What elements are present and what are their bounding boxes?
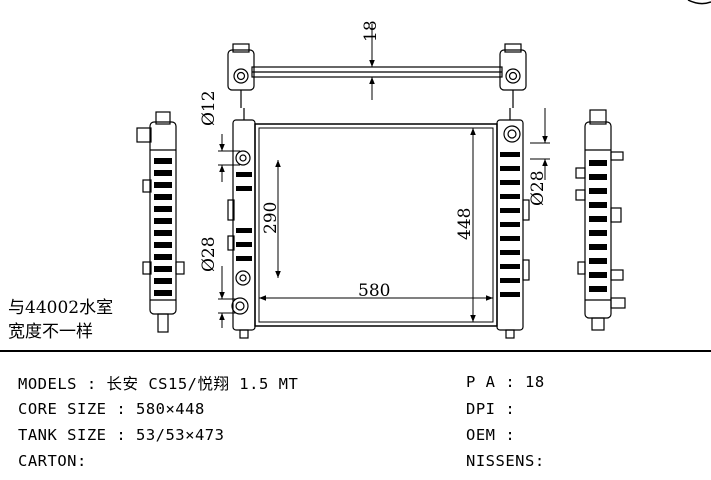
right-side-view-fins (589, 160, 607, 292)
spec-pa: P A : 18 (466, 373, 545, 391)
spec-oem: OEM : (466, 426, 516, 444)
left-tank (227, 108, 256, 339)
spec-dpi: DPI : (466, 400, 516, 418)
dimension-580-label: 580 (358, 281, 390, 301)
dimension-18-label: 18 (361, 20, 381, 42)
spec-nissens: NISSENS: (466, 452, 545, 470)
right-tank-ribs (500, 152, 520, 297)
dimension-lower-pipe-label: Ø28 (199, 236, 219, 272)
dimension-290-label: 290 (261, 202, 281, 234)
dimension-lower-pipe (218, 266, 236, 328)
dimension-upper-pipe-label: Ø12 (199, 90, 219, 126)
spec-core-size: CORE SIZE : 580×448 (18, 400, 205, 418)
top-view-bracket (227, 43, 527, 108)
left-side-view-fins (154, 158, 172, 296)
spec-tank-size: TANK SIZE : 53/53×473 (18, 426, 225, 444)
dimension-side-pipe-label: Ø28 (528, 170, 548, 206)
radiator-core-inner (258, 127, 494, 323)
corner-mark (687, 0, 711, 5)
dimension-448-label: 448 (455, 208, 475, 240)
right-side-view (575, 109, 626, 331)
dimension-side-pipe (530, 108, 550, 180)
spec-models: MODELS : 长安 CS15/悦翔 1.5 MT (18, 375, 299, 393)
left-tank-ribs (236, 172, 252, 261)
tank-width-note-line-2: 宽度不一样 (8, 322, 93, 342)
left-side-view (136, 111, 185, 333)
tank-width-note-line-1: 与44002水室 (8, 298, 114, 318)
section-divider (0, 350, 711, 352)
dimension-upper-pipe (218, 134, 240, 182)
radiator-technical-drawing: 18 (136, 0, 711, 339)
right-tank (496, 108, 530, 339)
spec-carton: CARTON: (18, 452, 87, 470)
